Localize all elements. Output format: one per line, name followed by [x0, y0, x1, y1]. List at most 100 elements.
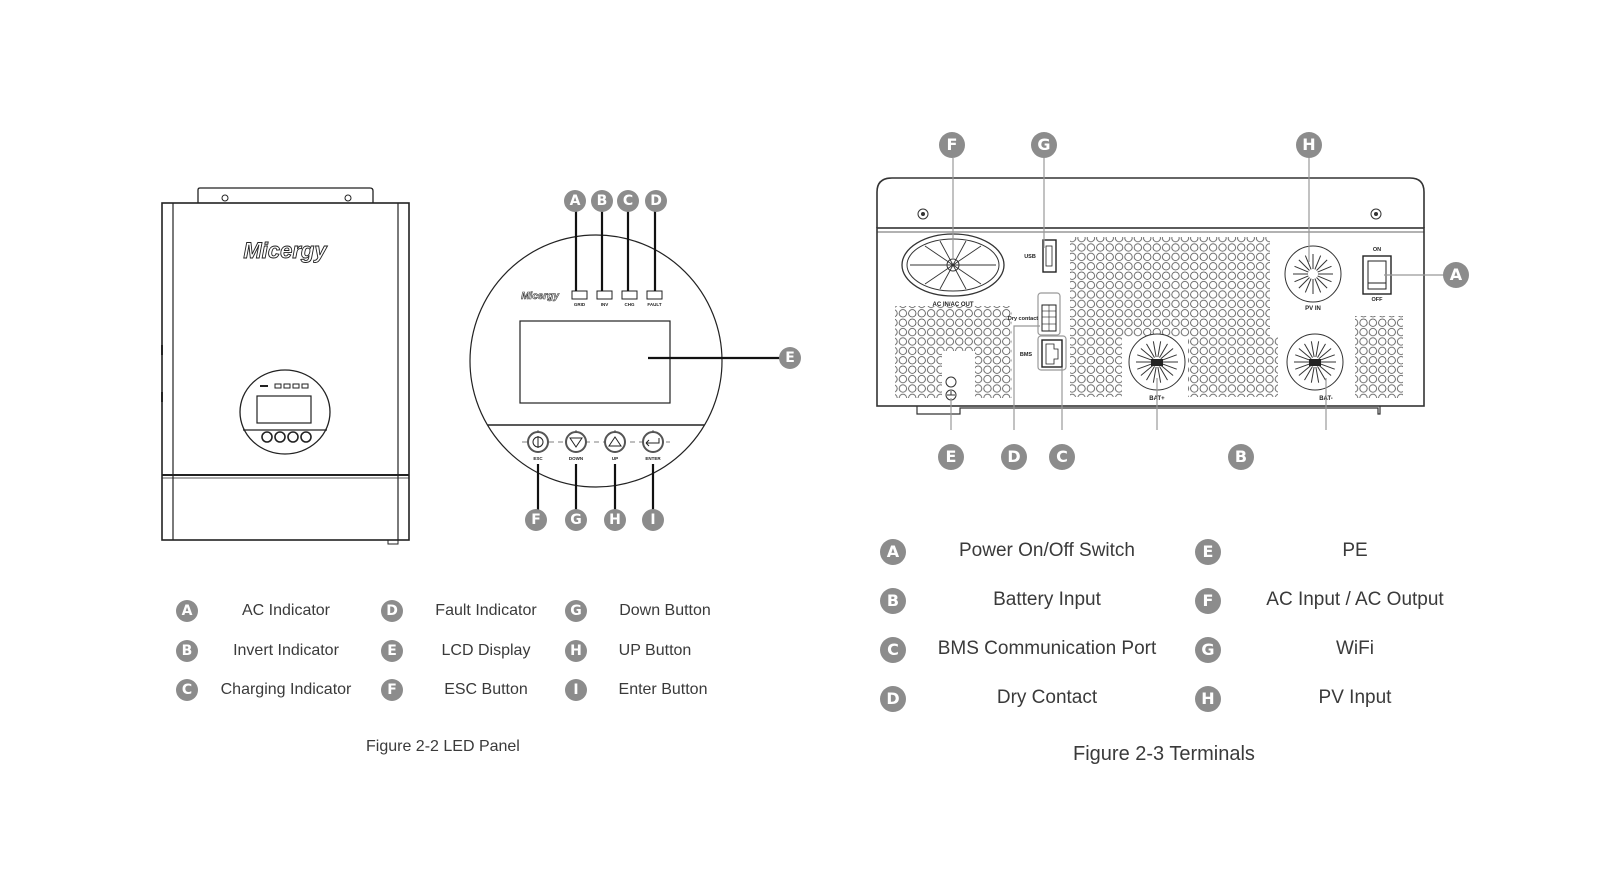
legend-label: Down Button [619, 602, 711, 619]
callout-f: F [939, 132, 965, 158]
gland-spoke [1294, 265, 1309, 273]
legend-badge: F [381, 679, 403, 701]
gland-spoke [1319, 354, 1335, 361]
usb-port: USB [1024, 239, 1057, 273]
indicator-grid: GRID [571, 290, 588, 307]
legend-badge: A [880, 539, 906, 565]
legend-badge: F [1195, 588, 1221, 614]
indicator-chg-label: CHG [625, 302, 635, 307]
gland-spoke [1316, 259, 1328, 271]
brand-logo: Micergy [243, 238, 328, 263]
gland-spoke [1160, 364, 1174, 376]
callout-c: C [1049, 444, 1075, 470]
gland-spoke [1298, 348, 1312, 360]
gland-spoke [1317, 275, 1332, 283]
legend-badge: E [381, 640, 403, 662]
gland-spoke [1146, 343, 1155, 358]
callout-d: D [645, 190, 667, 212]
gland-spoke [1314, 255, 1322, 270]
lcd-display [519, 320, 671, 404]
legend-label: Battery Input [993, 589, 1101, 610]
gland-spoke [1140, 348, 1154, 360]
gland-spoke [1319, 363, 1335, 370]
gland-spoke [1316, 277, 1328, 289]
bat-negative-port: BAT- [1286, 333, 1344, 402]
legend-label: Power On/Off Switch [959, 540, 1135, 561]
legend-label: Dry Contact [996, 687, 1098, 708]
callout-b: B [1228, 444, 1254, 470]
gland-spoke [1295, 363, 1311, 370]
figure-caption-led-panel: Figure 2-2 LED Panel [366, 738, 520, 755]
legend-badge: G [565, 600, 587, 622]
gland-spoke [1159, 366, 1168, 381]
callout-g: G [565, 509, 587, 531]
gland-spoke [1298, 277, 1310, 289]
usb-label: USB [1024, 254, 1036, 260]
gland-spoke [1157, 366, 1162, 383]
switch-off-label: OFF [1372, 297, 1384, 303]
gland-spoke [1137, 354, 1153, 361]
legend-badge: C [880, 637, 906, 663]
legend-label: Invert Indicator [233, 642, 339, 659]
indicator-fault-label: FAULT [647, 302, 661, 307]
pv-in-label: PV IN [1305, 306, 1321, 312]
gland-spoke [1315, 366, 1320, 383]
legend-badge: D [381, 600, 403, 622]
gland-spoke [1140, 364, 1154, 376]
legend-label: BMS Communication Port [937, 638, 1157, 659]
gland-spoke [1317, 343, 1326, 358]
legend-badge: H [565, 640, 587, 662]
gland-spoke [1298, 364, 1312, 376]
indicator-grid-label: GRID [574, 302, 586, 307]
callout-h: H [1296, 132, 1322, 158]
gland-spoke [1146, 366, 1155, 381]
legend-badge: B [880, 588, 906, 614]
gland-spoke [1314, 278, 1322, 293]
figure-caption-terminals: Figure 2-3 Terminals [1073, 743, 1255, 765]
dry-contact-port: Dry contact [1008, 292, 1061, 336]
down-button-glyph: DOWN [565, 430, 587, 461]
led-panel-drawing: Micergy GRID INV CHG FAULT ESC DOWN UP [469, 210, 780, 510]
legend-label: AC Input / AC Output [1266, 589, 1444, 610]
bms-port: BMS [1020, 335, 1067, 371]
gland-spoke [1310, 341, 1315, 358]
callout-h: H [604, 509, 626, 531]
gland-spoke [1161, 363, 1177, 370]
bat-positive-port: BAT+ [1128, 333, 1186, 402]
callout-a: A [1443, 262, 1469, 288]
callout-i: I [642, 509, 664, 531]
gland-spoke [1152, 341, 1157, 358]
callout-c: C [617, 190, 639, 212]
gland-spoke [1304, 278, 1312, 293]
legend-label: WiFi [1336, 638, 1374, 659]
gland-spoke [1317, 265, 1332, 273]
esc-button-label: ESC [533, 456, 543, 461]
gland-spoke [1310, 366, 1315, 383]
inverter-rear-drawing: AC IN/AC OUT USB Dry contact BMS PV IN [876, 158, 1445, 430]
enter-button-glyph: ENTER [642, 430, 664, 461]
gland-spoke [1160, 348, 1174, 360]
gland-spoke [1137, 363, 1153, 370]
gland-spoke [1298, 259, 1310, 271]
ac-in-out-label: AC IN/AC OUT [933, 302, 974, 308]
gland-spoke [1304, 255, 1312, 270]
up-button-glyph: UP [604, 430, 626, 461]
indicator-inv: INV [596, 290, 613, 307]
legend-label: PV Input [1318, 687, 1392, 708]
up-button-label: UP [612, 456, 618, 461]
legend-badge: B [176, 640, 198, 662]
gland-spoke [1318, 364, 1332, 376]
gland-spoke [1159, 343, 1168, 358]
gland-spoke [1318, 348, 1332, 360]
esc-button-glyph: ESC [527, 430, 549, 461]
ac-in-out-port: AC IN/AC OUT [901, 233, 1005, 308]
gland-spoke [1161, 354, 1177, 361]
legend-badge: I [565, 679, 587, 701]
gland-spoke [1157, 341, 1162, 358]
gland-spoke [1294, 275, 1309, 283]
indicator-fault: FAULT [646, 290, 663, 307]
callout-a: A [564, 190, 586, 212]
pe-terminal [945, 376, 957, 401]
legend-badge: G [1195, 637, 1221, 663]
legend-badge: E [1195, 539, 1221, 565]
